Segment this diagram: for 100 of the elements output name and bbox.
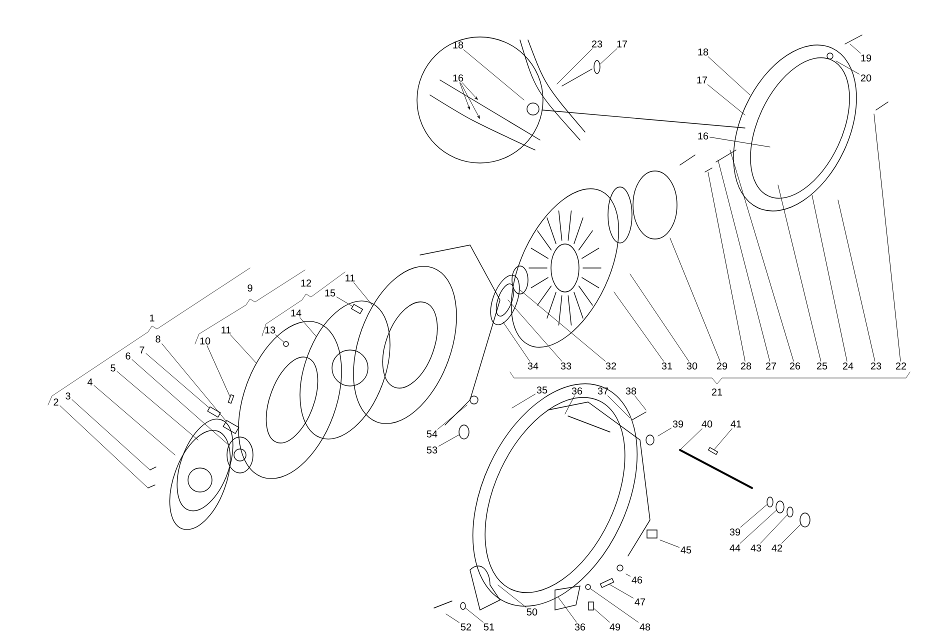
callout-number: 20 <box>860 74 872 82</box>
callout-number: 29 <box>716 362 728 370</box>
callout-number: 34 <box>528 362 538 370</box>
leader-line <box>556 48 593 84</box>
group-number: 9 <box>248 284 252 292</box>
callout-number: 17 <box>697 76 708 84</box>
callout-number: 38 <box>626 387 636 395</box>
leader-line <box>354 282 373 306</box>
leader-line <box>718 160 770 362</box>
leader-line <box>600 48 618 64</box>
callout-number: 36 <box>572 387 582 395</box>
part-ring <box>283 341 289 347</box>
leader-line <box>460 82 470 110</box>
leader-line <box>558 596 577 623</box>
callout-number: 45 <box>680 546 692 554</box>
leader-line <box>781 524 801 544</box>
leader-line <box>670 238 720 362</box>
part-ring <box>585 584 591 590</box>
callout-number: 18 <box>698 48 708 56</box>
callout-number: 52 <box>460 623 472 631</box>
leader-line <box>590 588 639 623</box>
part-ring <box>300 300 390 440</box>
leader-line <box>874 114 901 362</box>
leader-line <box>336 296 353 307</box>
callout-number: 11 <box>346 274 355 282</box>
callout-number: 23 <box>592 40 602 48</box>
callout-number: 54 <box>426 430 438 438</box>
leader-line <box>463 49 524 100</box>
callout-number: 35 <box>536 386 548 394</box>
callout-number: 17 <box>617 40 628 48</box>
callout-number: 15 <box>325 290 336 296</box>
callout-number: 2 <box>54 398 58 406</box>
callout-number: 39 <box>672 420 684 428</box>
callout-number: 16 <box>453 74 464 82</box>
callout-number: 13 <box>265 326 276 334</box>
callout-number: 23 <box>870 362 882 370</box>
leader-line <box>710 136 770 148</box>
part-ring <box>786 506 794 518</box>
leader-line <box>438 434 460 446</box>
callout-number: 31 <box>662 362 672 370</box>
leader-line <box>838 200 876 362</box>
leader-line <box>162 343 226 422</box>
leader-line <box>630 274 690 362</box>
leader-line <box>609 584 634 598</box>
leader-line <box>564 395 575 414</box>
leader-line <box>60 405 148 488</box>
callout-number: 42 <box>772 544 782 552</box>
part-ring <box>766 496 774 508</box>
callout-number: 46 <box>632 576 642 584</box>
callout-number: 4 <box>87 378 92 386</box>
leader-line <box>740 510 777 544</box>
leader-line <box>607 395 630 418</box>
leader-line <box>465 608 484 623</box>
leader-line <box>836 60 860 74</box>
callout-number: 36 <box>574 623 586 631</box>
callout-number: 44 <box>730 544 740 552</box>
leader-line <box>72 399 150 470</box>
callout-number: 26 <box>790 362 800 370</box>
leader-line <box>94 385 176 456</box>
group-number: 12 <box>301 280 312 286</box>
callout-number: 6 <box>126 352 130 360</box>
leader-line <box>594 608 610 623</box>
part-ring <box>226 436 254 474</box>
part-ring <box>458 424 470 440</box>
leader-line <box>508 300 562 362</box>
leader-line <box>300 317 316 337</box>
callout-number: 50 <box>526 608 538 616</box>
leader-line <box>626 574 631 577</box>
callout-number: 7 <box>140 346 144 354</box>
leader-line <box>520 290 606 362</box>
leader-line <box>760 514 788 544</box>
callout-number: 40 <box>702 420 712 428</box>
leader-line <box>230 334 256 364</box>
leader-line <box>850 44 861 54</box>
callout-number: 16 <box>698 132 708 140</box>
callout-number: 32 <box>606 362 616 370</box>
leader-line <box>498 584 526 608</box>
leader-line <box>634 395 646 410</box>
leader-line <box>660 540 680 548</box>
callout-number: 41 <box>730 420 742 428</box>
part-ring <box>776 500 784 514</box>
part-ring <box>460 602 466 610</box>
callout-number: 22 <box>896 362 906 370</box>
part-pin <box>228 394 234 404</box>
leader-line <box>812 194 848 362</box>
leader-line <box>740 504 768 528</box>
callout-number: 37 <box>598 387 608 395</box>
callout-number: 27 <box>766 362 776 370</box>
part-ring <box>594 60 600 74</box>
leader-line <box>275 334 284 342</box>
leader-line <box>714 428 732 450</box>
callout-number: 53 <box>426 446 438 454</box>
leader-line <box>778 184 822 362</box>
leader-line <box>132 359 230 446</box>
callout-number: 8 <box>156 335 160 343</box>
part-pin <box>588 602 594 610</box>
group-number: 21 <box>712 388 722 396</box>
callout-number: 14 <box>291 310 302 316</box>
leader-line <box>502 322 530 362</box>
callout-number: 28 <box>740 362 752 370</box>
